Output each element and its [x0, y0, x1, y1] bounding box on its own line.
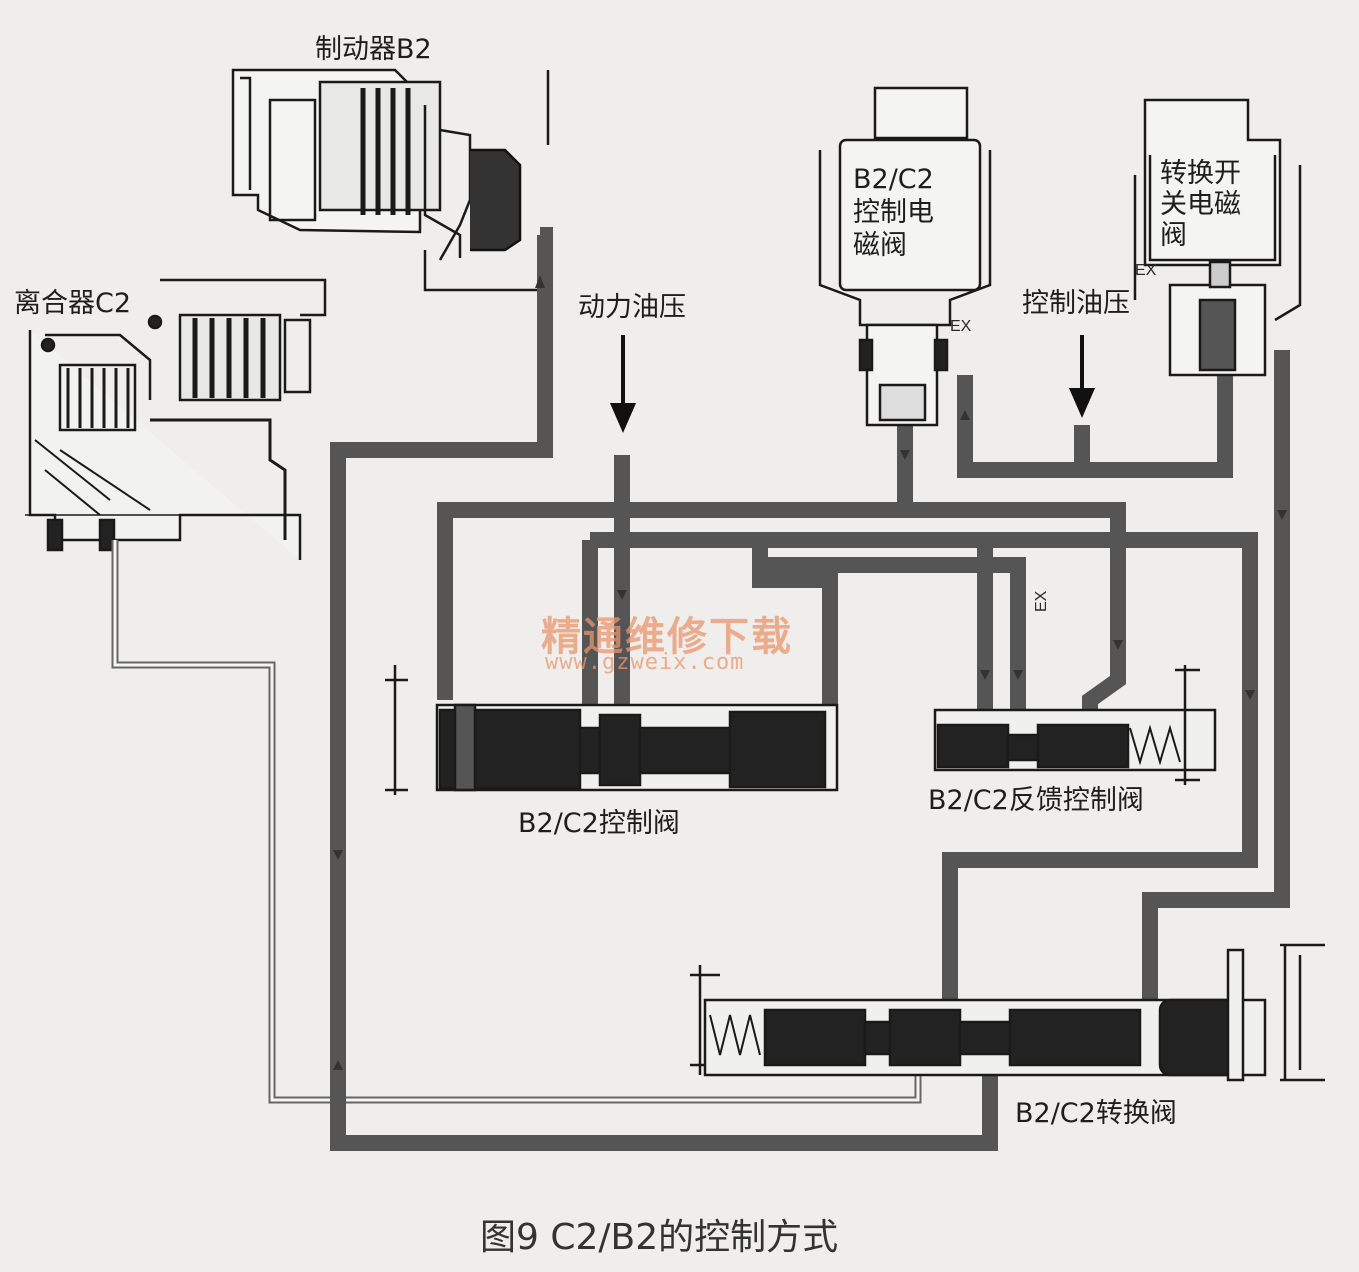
- b2c2-feedback-valve-label: B2/C2反馈控制阀: [928, 785, 1144, 816]
- exhaust-label-solenoid: EX: [950, 318, 972, 335]
- flow-arrows: [333, 275, 1287, 1070]
- power-pressure-label: 动力油压: [578, 292, 686, 323]
- figure-caption: 图9 C2/B2的控制方式: [480, 1217, 839, 1258]
- b2c2-switch-valve-label: B2/C2转换阀: [1015, 1098, 1177, 1129]
- b2c2-solenoid-body: [818, 86, 992, 427]
- exhaust-label-switch: EX: [1135, 262, 1157, 279]
- b2c2-control-valve-label: B2/C2控制阀: [518, 808, 680, 839]
- watermark-title: 精通维修下载: [541, 614, 793, 660]
- b2c2-switch-valve-body: [690, 943, 1325, 1082]
- switch-solenoid-body: [1133, 98, 1302, 377]
- b2c2-control-valve-body: [385, 665, 839, 795]
- brake-b2-assembly: [231, 68, 550, 292]
- switch-solenoid-label: 转换开 关电磁 阀: [1160, 158, 1241, 251]
- pressure-arrows: [609, 335, 1096, 434]
- brake-b2-label: 制动器B2: [315, 34, 432, 65]
- oil-circuit: [330, 227, 1290, 1151]
- b2c2-feedback-valve-body: [933, 665, 1217, 785]
- b2c2-solenoid-label: B2/C2 控制电 磁阀: [853, 164, 934, 261]
- watermark-url: www.gzweix.com: [545, 650, 745, 675]
- clutch-c2-label: 离合器C2: [14, 288, 132, 319]
- control-pressure-label: 控制油压: [1022, 288, 1130, 319]
- exhaust-label-feedback: EX: [1033, 590, 1050, 612]
- clutch-c2-assembly: [25, 278, 327, 560]
